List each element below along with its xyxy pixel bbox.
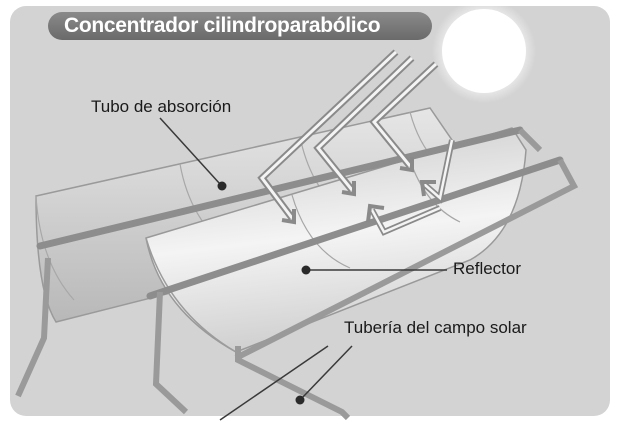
solar-field-pipe [235,346,351,421]
absorber-tube-back [36,126,524,250]
support-frame [15,127,579,415]
diagram-title: Concentrador cilindroparabólico [48,12,432,40]
label-solar-field-pipe: Tubería del campo solar [344,318,527,337]
leader-line-reflector [301,265,447,275]
label-absorber-tube: Tubo de absorción [91,97,232,116]
leader-line-absorber-tube [159,117,227,191]
absorber-tube-front [146,156,564,300]
sun-icon [432,0,536,103]
label-reflector: Reflector [453,259,522,278]
leader-line-solar-field-pipe [219,345,353,421]
sunlight-ray-arrow-icon [257,49,455,236]
